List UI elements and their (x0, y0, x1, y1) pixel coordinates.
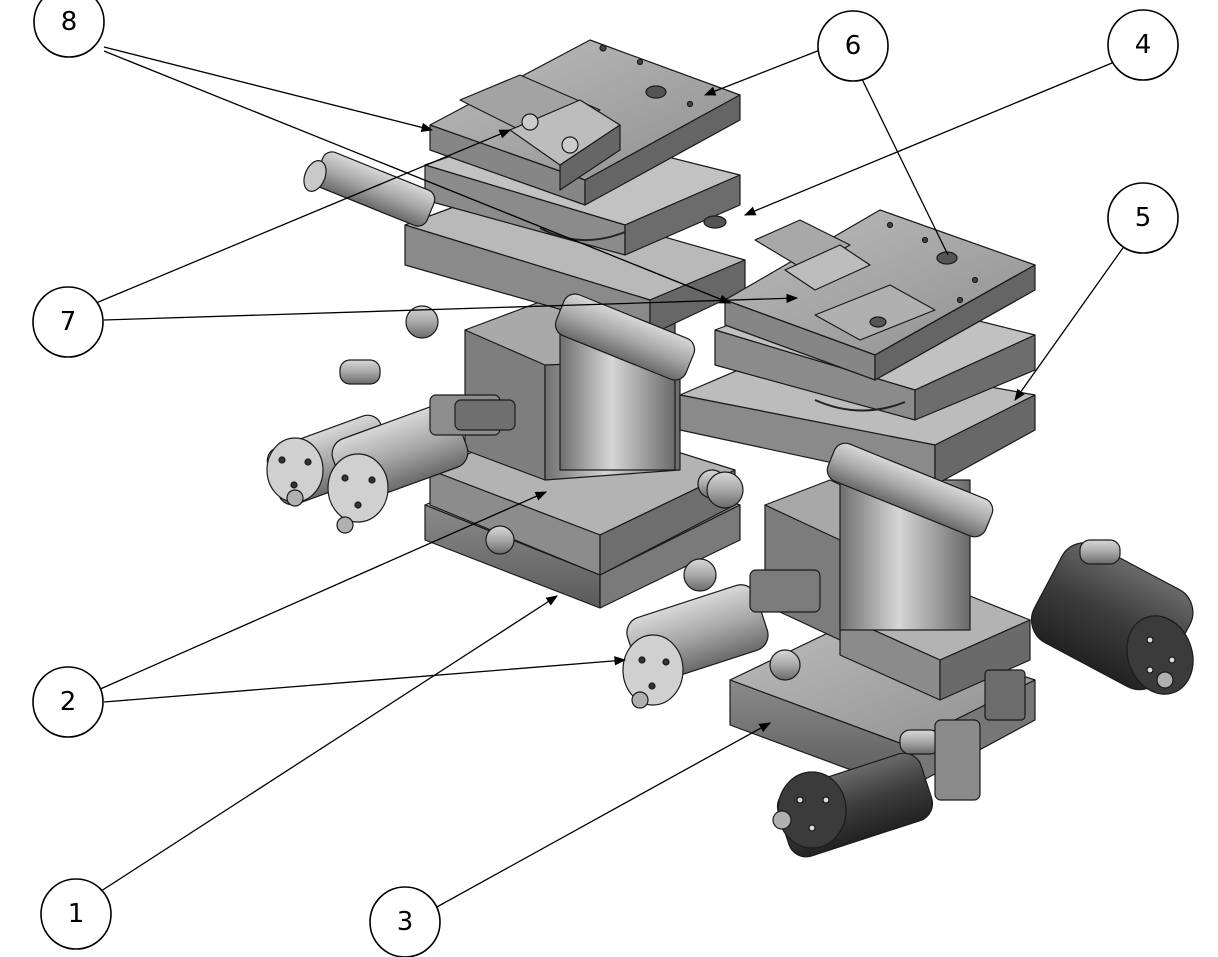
callout-3: 3 (369, 886, 441, 957)
leader-3 (434, 722, 772, 909)
right-front-micrometer (622, 584, 769, 709)
callout-3-label: 3 (397, 907, 414, 937)
leader-7a (95, 129, 512, 304)
callout-2-label: 2 (60, 687, 77, 717)
callout-4: 4 (1107, 9, 1179, 81)
callout-5-label: 5 (1135, 203, 1152, 233)
callout-8: 8 (33, 0, 105, 58)
leader-1 (97, 595, 558, 894)
leader-4 (743, 62, 1113, 216)
callout-6-label: 6 (845, 31, 862, 61)
callout-1: 1 (40, 878, 112, 950)
leader-6a (703, 49, 821, 96)
callout-5: 5 (1107, 182, 1179, 254)
leader-7b (103, 293, 799, 321)
leader-8a (103, 46, 434, 132)
leader-6b (859, 74, 949, 256)
callouts: 8 6 4 5 7 2 1 3 (32, 0, 1179, 957)
leader-8b (103, 50, 732, 304)
leader-lines (95, 46, 1126, 909)
callout-6: 6 (817, 10, 889, 82)
leader-5 (1014, 244, 1126, 401)
right-side-micrometer (1030, 539, 1194, 695)
right-bottom-micrometer (772, 669, 1026, 858)
left-stage (266, 39, 746, 609)
callout-7-label: 7 (60, 307, 77, 337)
callout-1-label: 1 (68, 899, 85, 929)
right-stage (622, 209, 1194, 858)
callout-7: 7 (32, 286, 104, 358)
callout-2: 2 (32, 666, 104, 738)
leader-2a (97, 491, 548, 691)
leader-2b (103, 656, 627, 703)
callout-4-label: 4 (1135, 30, 1152, 60)
callout-8-label: 8 (61, 7, 78, 37)
